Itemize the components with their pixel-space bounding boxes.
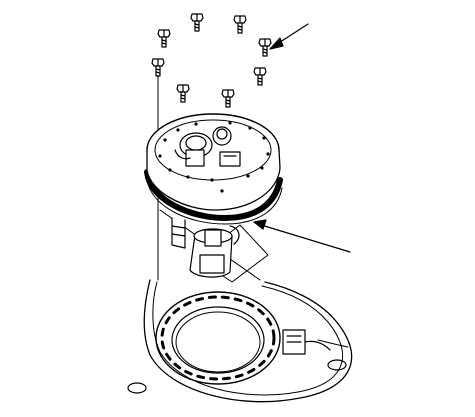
bolt — [221, 89, 235, 108]
flange-bolt-holes — [158, 121, 270, 193]
electrical-connector — [282, 329, 331, 355]
fuel-pump-assembly — [171, 217, 240, 278]
bolt — [151, 58, 165, 77]
bolt — [190, 13, 204, 32]
bolt — [233, 15, 247, 34]
fuel-tank-opening — [155, 291, 281, 385]
bolt — [258, 38, 272, 57]
bolt-callout-arrow — [269, 23, 309, 50]
bolt — [157, 29, 171, 48]
flange-gasket — [144, 169, 283, 225]
mounting-bolts — [151, 13, 272, 108]
tank-mount-hole — [327, 359, 347, 371]
tank-mount-hole — [127, 382, 147, 394]
fuel-pump-flange — [146, 113, 281, 211]
bolt — [253, 67, 267, 86]
bolt — [176, 84, 190, 103]
gasket-callout-arrow — [253, 219, 351, 253]
